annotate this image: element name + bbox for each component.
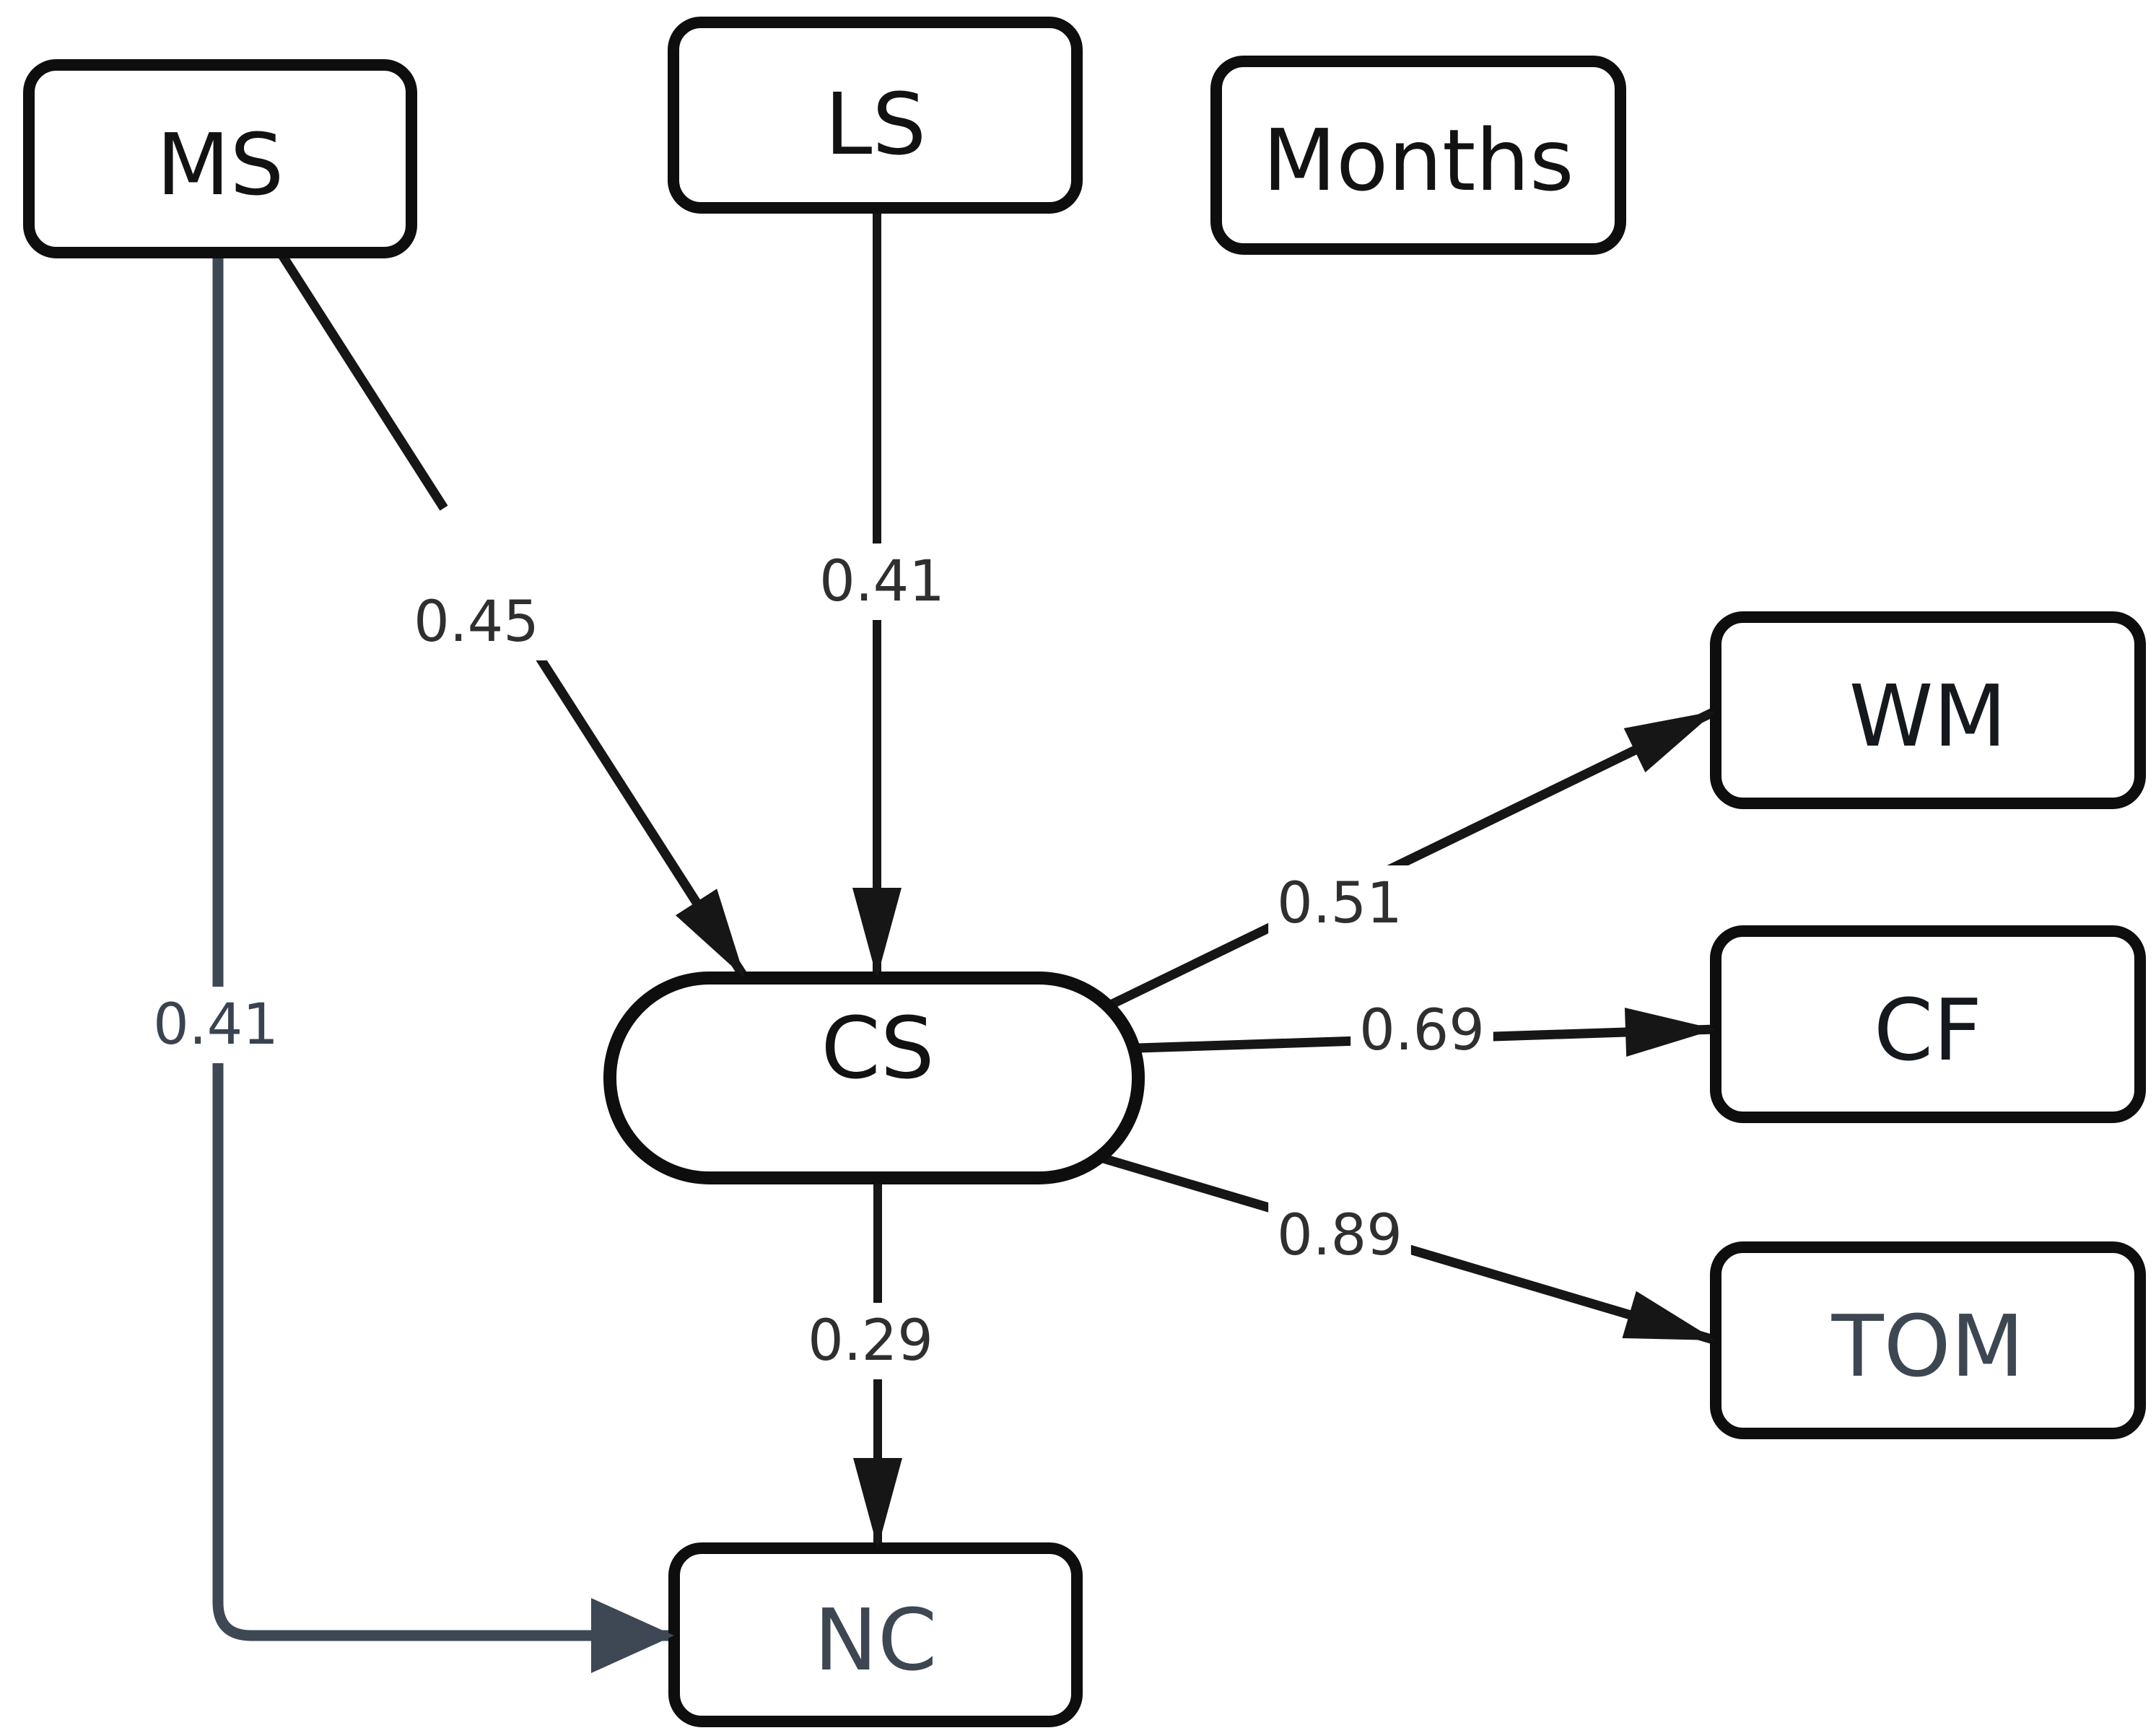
node-wm-label: WM	[1849, 666, 2007, 766]
edge-weight-label: 0.51	[1277, 871, 1402, 936]
node-cs-label: CS	[821, 998, 934, 1098]
edge-weight-label: 0.29	[808, 1309, 933, 1374]
node-months-box	[1210, 56, 1626, 255]
edge-ms-cs-arrowhead	[675, 889, 745, 978]
edge-weight-label-background	[811, 544, 953, 620]
node-nc: NC	[668, 1542, 1083, 1727]
edge-cs-tom-weight: 0.89	[1268, 1197, 1411, 1274]
edge-cs-cf-arrowhead	[1624, 1008, 1716, 1057]
edge-cs-nc-arrowhead	[853, 1458, 902, 1548]
node-nc-label: NC	[814, 1590, 938, 1690]
edge-weight-label: 0.41	[153, 992, 279, 1057]
edge-weight-label: 0.41	[819, 549, 945, 614]
node-wm-box	[1710, 611, 2146, 809]
edge-ls-cs-arrowhead	[852, 888, 902, 978]
edge-weight-label: 0.69	[1359, 998, 1485, 1063]
edges-layer	[212, 214, 1718, 1641]
arrowheads-layer	[591, 711, 1716, 1673]
edge-weight-label: 0.45	[414, 590, 539, 655]
node-ls-label: LS	[825, 74, 927, 174]
node-ls-box	[668, 17, 1083, 214]
edge-weight-label-background	[144, 987, 287, 1063]
node-cf: CF	[1710, 925, 2146, 1123]
edge-ms-nc-line	[212, 254, 674, 1641]
node-tom-label: TOM	[1831, 1296, 2025, 1396]
edge-weight-label-background	[1350, 992, 1493, 1069]
node-cs: CS	[603, 972, 1145, 1184]
node-nc-box	[668, 1542, 1083, 1727]
node-ms-label: MS	[157, 115, 284, 214]
edge-ls-cs-weight: 0.41	[811, 544, 953, 620]
edge-ms-nc-arrowhead	[591, 1598, 674, 1673]
edge-ms-cs-weight: 0.45	[405, 584, 548, 660]
node-ms-box	[23, 59, 417, 258]
edge-weight-label-background	[1268, 865, 1411, 942]
node-ms: MS	[23, 59, 417, 258]
edge-weight-label-background	[1268, 1197, 1411, 1274]
edge-weight-label: 0.89	[1277, 1203, 1402, 1268]
node-tom: TOM	[1710, 1241, 2146, 1439]
node-ls: LS	[668, 17, 1083, 214]
edge-weight-label-background	[405, 584, 548, 660]
edge-weight-label-background	[799, 1303, 942, 1379]
edge-cs-cf-weight: 0.69	[1350, 992, 1493, 1069]
edge-cs-nc-weight: 0.29	[799, 1303, 942, 1379]
edge-cs-tom-arrowhead	[1622, 1291, 1716, 1340]
edge-cs-wm-weight: 0.51	[1268, 865, 1411, 942]
edge-ms-nc-weight: 0.41	[144, 987, 287, 1063]
edge-ms-cs-line	[277, 251, 448, 511]
node-cf-box	[1710, 925, 2146, 1123]
node-months: Months	[1210, 56, 1626, 255]
edge-labels-layer: 0.45 0.41 0.41 0.51 0.69 0.89 0.29	[144, 544, 1493, 1379]
edge-cs-wm-arrowhead	[1623, 711, 1716, 773]
node-cs-box	[603, 972, 1145, 1184]
node-months-label: Months	[1262, 110, 1574, 210]
node-cf-label: CF	[1874, 980, 1982, 1080]
edge-cs-wm-line	[1088, 707, 1718, 1019]
node-wm: WM	[1710, 611, 2146, 809]
